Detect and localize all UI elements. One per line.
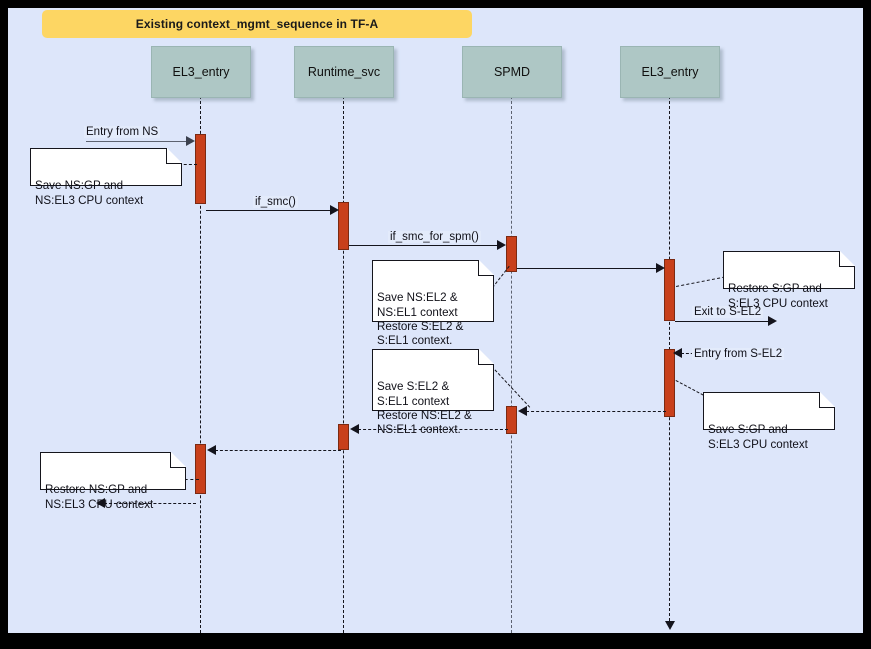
note-save-ns-el2: Save NS:EL2 & NS:EL1 context Restore S:E… [372,259,494,347]
message-label-entry-from-ns: Entry from NS [84,126,161,138]
arrowhead-el3-right-to-spmd-icon [518,406,527,416]
lifeline-el3-entry-left [200,96,201,633]
note-fold-icon [478,348,494,365]
participant-label: EL3_entry [641,65,699,79]
message-label-if-smc: if_smc() [253,196,298,208]
participant-spmd[interactable]: SPMD [462,46,562,98]
activation-el3-entry-right-2 [664,349,675,417]
message-line-entry-from-ns [86,141,190,142]
note-restore-ns-gp: Restore NS:GP and NS:EL3 CPU context [40,451,186,511]
note-fold-icon [170,451,186,468]
activation-runtime-svc-2 [338,424,349,450]
note-fold-icon [478,259,494,276]
note-fold-icon [166,147,182,164]
note-save-s-el2: Save S:EL2 & S:EL1 context Restore NS:EL… [372,348,494,436]
arrowhead-spmd-to-runtime-svc-icon [350,424,359,434]
participant-label: EL3_entry [172,65,230,79]
message-line-el3-left-exit [104,503,196,504]
arrowhead-exit-to-s-el2-icon [768,316,777,326]
arrowhead-if-smc-icon [330,205,339,215]
arrowhead-spmd-to-el3-right-icon [656,263,665,273]
message-label-exit-to-s-el2: Exit to S-EL2 [692,306,764,318]
note-fold-icon [839,250,855,267]
activation-spmd-1 [506,236,517,272]
arrowhead-entry-from-s-el2-icon [673,348,682,358]
note-restore-s-gp: Restore S:GP and S:EL3 CPU context [723,250,855,310]
participant-el3-entry-left[interactable]: EL3_entry [151,46,251,98]
activation-el3-entry-right-1 [664,259,675,321]
message-line-if-smc [206,210,332,211]
activation-el3-entry-left-2 [195,444,206,494]
message-line-runtime-svc-to-el3-left [215,450,341,451]
message-line-el3-right-to-spmd [526,411,666,412]
arrowhead-if-smc-for-spm-icon [497,240,506,250]
lifeline-runtime-svc [343,96,344,633]
diagram-canvas: Existing context_mgmt_sequence in TF-A E… [8,8,863,633]
participant-label: SPMD [493,65,531,79]
participant-el3-entry-right[interactable]: EL3_entry [620,46,720,98]
activation-el3-entry-left-1 [195,134,206,204]
note-text: Restore S:GP and S:EL3 CPU context [728,282,828,310]
diagram-title-banner: Existing context_mgmt_sequence in TF-A [42,10,472,38]
message-line-if-smc-for-spm [349,245,500,246]
note-anchor-3 [676,276,726,287]
note-text: Save S:GP and S:EL3 CPU context [708,423,808,451]
note-save-ns-gp: Save NS:GP and NS:EL3 CPU context [30,147,182,207]
message-label-if-smc-for-spm: if_smc_for_spm() [388,231,481,243]
note-save-s-gp: Save S:GP and S:EL3 CPU context [703,391,835,451]
note-text: Save S:EL2 & S:EL1 context Restore NS:EL… [377,380,472,437]
arrowhead-entry-from-ns-icon [186,136,195,146]
lifeline-spmd [511,96,512,633]
participant-label: Runtime_svc [307,65,381,79]
arrowhead-el3-left-exit-icon [96,498,105,508]
message-label-entry-from-s-el2: Entry from S-EL2 [692,348,785,360]
note-anchor-6 [179,479,199,480]
message-line-spmd-to-el3-right [517,268,658,269]
note-text: Restore NS:GP and NS:EL3 CPU context [45,483,154,511]
note-fold-icon [819,391,835,408]
message-line-spmd-to-runtime-svc [358,429,508,430]
note-text: Save NS:EL2 & NS:EL1 context Restore S:E… [377,291,464,348]
note-text: Save NS:GP and NS:EL3 CPU context [35,179,144,207]
activation-runtime-svc-1 [338,202,349,250]
activation-spmd-2 [506,406,517,434]
lifeline-end-arrow-icon [665,621,675,630]
arrowhead-runtime-svc-to-el3-left-icon [207,445,216,455]
participant-runtime-svc[interactable]: Runtime_svc [294,46,394,98]
message-line-exit-to-s-el2 [675,321,771,322]
